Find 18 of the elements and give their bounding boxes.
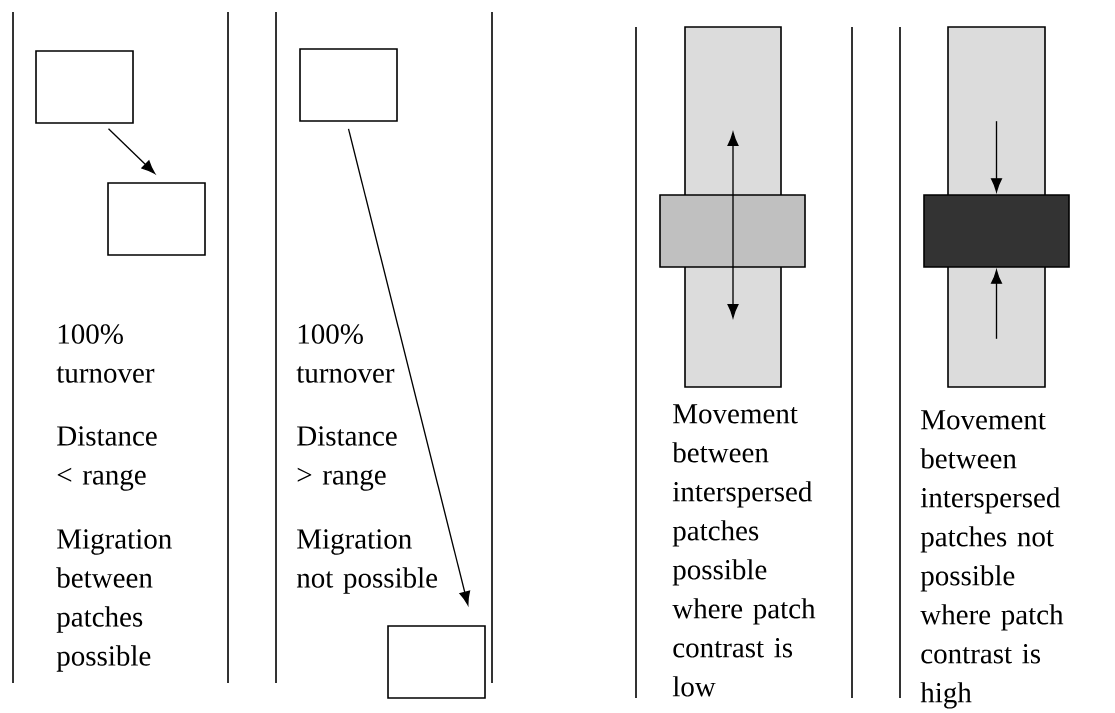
horizontal-band	[923, 194, 1070, 268]
caption-text: Movement between interspersed patches possible where patch contrast is low	[672, 404, 816, 697]
arrow	[991, 120, 1002, 193]
caption-text: Movement between interspersed patches not possible where patch contrast is high	[920, 410, 1064, 709]
description-text: 100% turnover	[296, 324, 395, 383]
patch-box	[35, 50, 134, 124]
description-text: Distance < range	[57, 426, 157, 491]
patch-box	[107, 182, 206, 256]
horizontal-band	[659, 194, 806, 268]
description-text: 100% turnover	[56, 324, 155, 383]
description-text: Migration between patches possible	[56, 529, 172, 672]
arrow	[347, 128, 471, 606]
arrow	[107, 128, 156, 174]
patch-box	[299, 48, 398, 122]
arrow	[991, 269, 1002, 340]
description-text: Migration not possible	[296, 529, 438, 594]
description-text: Distance > range	[297, 426, 397, 491]
patch-box	[387, 625, 486, 699]
